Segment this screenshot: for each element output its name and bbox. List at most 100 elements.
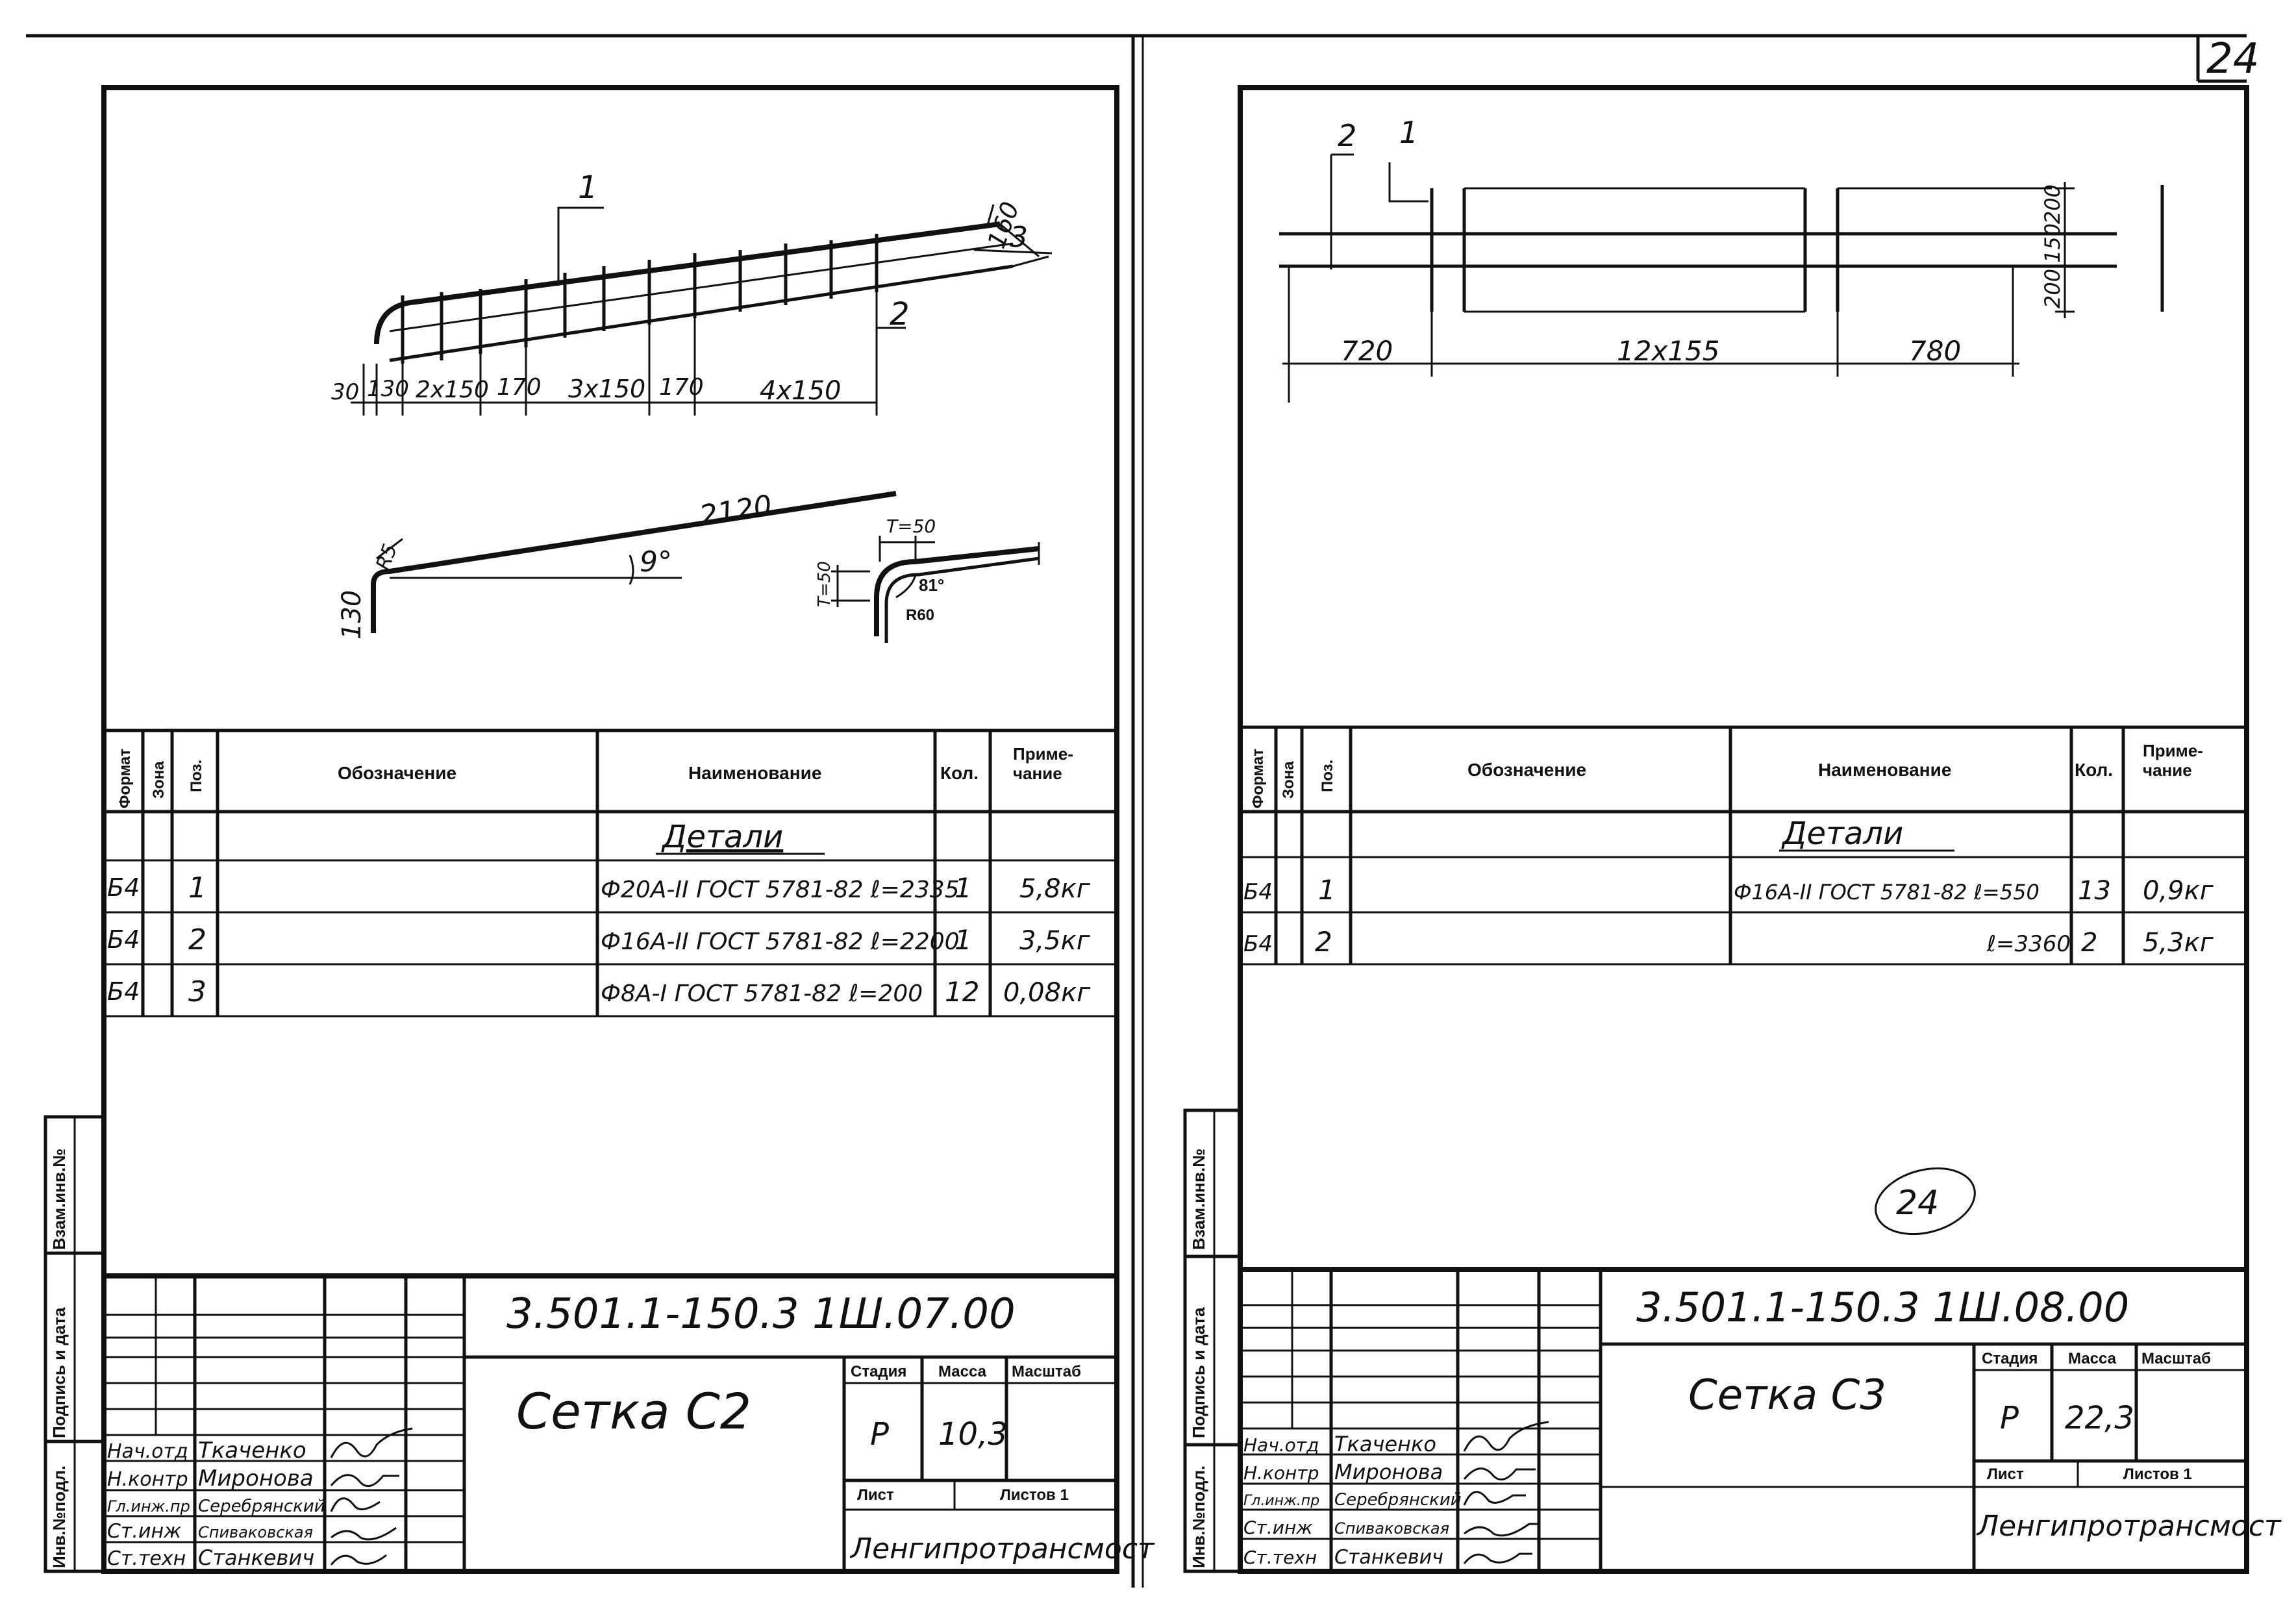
left-dim-2x150: 2х150: [416, 377, 489, 403]
right-side-label-sign-date: Подпись и дата: [1189, 1307, 1208, 1438]
right-dim-150: 150: [2040, 223, 2065, 263]
right-hdr-name: Наименование: [1818, 760, 1951, 780]
left-person-role-4: Ст.инж: [107, 1520, 181, 1543]
left-side-label-inv: Инв.№подл.: [49, 1466, 69, 1568]
right-dim-12x155: 12х155: [1617, 335, 1719, 367]
left-dim-2120: 2120: [697, 489, 775, 533]
left-angle-81: 81°: [919, 575, 944, 595]
left-row1-name: Ф20А-II ГОСТ 5781-82 ℓ=2335: [601, 877, 960, 903]
left-hdr-note-1: Приме-: [1013, 744, 1073, 764]
left-row1-format: Б4: [107, 873, 140, 902]
left-dim-3x150: 3х150: [568, 375, 645, 403]
left-dim-4x150: 4х150: [760, 376, 841, 406]
left-side-label-vzam: Взам.инв.№: [49, 1149, 69, 1250]
left-person-name-5: Станкевич: [198, 1545, 314, 1570]
left-hdr-format: Формат: [116, 749, 134, 808]
left-side-label-sign-date: Подпись и дата: [49, 1307, 69, 1438]
left-row3-qty: 12: [945, 976, 979, 1008]
right-tb-stage-label: Стадия: [1982, 1350, 2038, 1367]
right-section-title: Детали: [1781, 816, 1903, 852]
right-designation-code: 3.501.1-150.3 1Ш.08.00: [1636, 1284, 2129, 1331]
left-row1-qty: 1: [955, 872, 972, 904]
right-person-name-3: Серебрянский: [1334, 1490, 1462, 1510]
left-angle-9: 9°: [640, 545, 672, 579]
left-hdr-note-2: чание: [1013, 764, 1062, 783]
left-dim-t50-top: Т=50: [886, 516, 936, 537]
right-mesh-drawing: [1279, 153, 2164, 403]
left-bent-bar-drawing: [371, 491, 1040, 643]
right-frame: [1238, 85, 2249, 1574]
left-dim-30: 30: [331, 379, 359, 405]
left-row3-format: Б4: [107, 977, 140, 1006]
right-hdr-qty: Кол.: [2075, 760, 2113, 780]
right-row2-qty: 2: [2081, 928, 2097, 958]
right-tb-organization: Ленгипротрансмост: [1976, 1510, 2282, 1543]
right-tb-mass: 22,3: [2065, 1400, 2134, 1436]
right-row2-name: ℓ=3360: [1986, 931, 2071, 957]
right-row1-note: 0,9кг: [2143, 876, 2214, 906]
right-hdr-note-1: Приме-: [2143, 741, 2203, 760]
sheet-number: 24: [2206, 35, 2259, 83]
right-drawing-title: Сетка С3: [1688, 1371, 1886, 1419]
left-hdr-zone: Зона: [150, 761, 168, 799]
left-row3-note: 0,08кг: [1003, 978, 1091, 1008]
right-hdr-format: Формат: [1249, 749, 1267, 808]
right-tb-scale-label: Масштаб: [2141, 1350, 2211, 1367]
left-pos3-label: 3: [1010, 221, 1028, 254]
sheet-borders: [26, 34, 2247, 1588]
right-person-role-5: Ст.техн: [1243, 1547, 1317, 1568]
right-row1-pos: 1: [1318, 874, 1336, 906]
left-tb-stage-label: Стадия: [851, 1363, 906, 1380]
stamp: [1875, 1167, 1976, 1236]
left-tb-mass-label: Масса: [938, 1363, 987, 1380]
right-pos2-label: 2: [1338, 118, 1356, 153]
left-designation-code: 3.501.1-150.3 1Ш.07.00: [506, 1290, 1016, 1338]
left-person-name-1: Ткаченко: [198, 1438, 306, 1464]
right-dim-200b: 200: [2040, 184, 2065, 224]
left-tb-stage: Р: [870, 1416, 889, 1453]
left-title-block: [104, 1273, 1117, 1571]
right-hdr-note-2: чание: [2143, 760, 2192, 780]
stamp-number: 24: [1896, 1184, 1939, 1223]
right-row2-pos: 2: [1315, 926, 1332, 958]
right-row2-note: 5,3кг: [2143, 928, 2214, 958]
left-pos1-label: 1: [578, 169, 598, 206]
right-hdr-designation: Обозначение: [1467, 760, 1586, 780]
left-row2-note: 3,5кг: [1019, 926, 1091, 956]
left-person-role-1: Нач.отд: [107, 1440, 188, 1463]
right-dim-200a: 200: [2040, 269, 2065, 308]
right-row2-format: Б4: [1243, 931, 1273, 957]
left-hdr-pos: Поз.: [188, 760, 205, 792]
left-row3-name: Ф8А-I ГОСТ 5781-82 ℓ=200: [601, 980, 923, 1007]
left-row2-pos: 2: [188, 923, 206, 956]
right-row1-qty: 13: [2078, 876, 2111, 906]
left-row3-pos: 3: [188, 975, 206, 1008]
right-tb-sheet-label: Лист: [1987, 1466, 2024, 1483]
right-title-block: [1240, 1267, 2247, 1571]
left-dim-170a: 170: [497, 374, 542, 401]
left-person-name-2: Миронова: [198, 1466, 314, 1491]
right-person-role-3: Гл.инж.пр: [1243, 1493, 1319, 1509]
left-tb-sheet-label: Лист: [857, 1486, 894, 1504]
right-dim-720: 720: [1341, 335, 1393, 367]
right-person-role-4: Ст.инж: [1243, 1517, 1313, 1538]
left-hdr-designation: Обозначение: [338, 763, 456, 783]
left-row2-format: Б4: [107, 925, 140, 954]
left-dim-h130: 130: [337, 590, 367, 640]
right-tb-sheets-label: Листов 1: [2123, 1466, 2192, 1483]
left-dim-r60: R60: [906, 606, 934, 624]
left-pos2-label: 2: [890, 296, 910, 332]
left-person-role-5: Ст.техн: [107, 1547, 186, 1570]
right-person-role-1: Нач.отд: [1243, 1434, 1319, 1456]
left-dim-170b: 170: [659, 374, 704, 401]
left-drawing-title: Сетка С2: [516, 1382, 751, 1440]
right-person-name-1: Ткаченко: [1334, 1432, 1436, 1456]
right-person-name-4: Спиваковская: [1334, 1519, 1449, 1538]
right-person-name-5: Станкевич: [1334, 1546, 1443, 1569]
left-tb-organization: Ленгипротрансмост: [849, 1532, 1155, 1565]
right-person-name-2: Миронова: [1334, 1460, 1443, 1484]
left-side-strip: [44, 1115, 106, 1573]
left-tb-mass: 10,3: [938, 1416, 1008, 1453]
left-frame: [101, 85, 1119, 1574]
